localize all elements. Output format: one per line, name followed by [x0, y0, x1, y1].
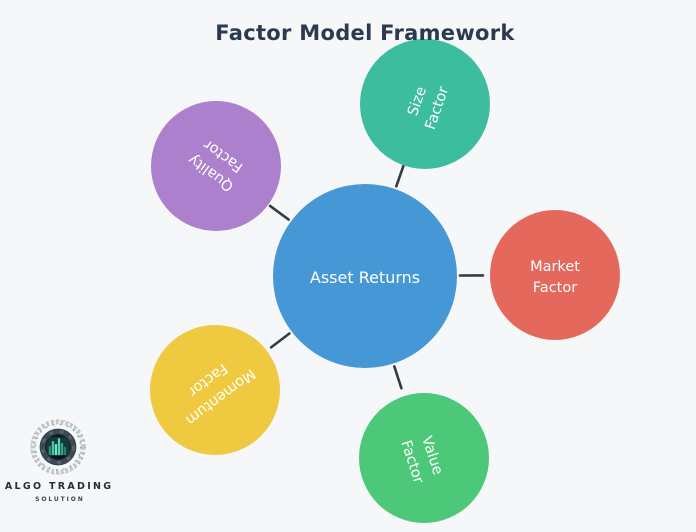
connector-quality-factor [268, 204, 290, 221]
node-asset-returns: Asset Returns [273, 184, 457, 368]
connector-momentum-factor [269, 332, 291, 349]
page-title: Factor Model Framework [215, 21, 515, 45]
logo-subtitle-text: SOLUTION [35, 496, 85, 503]
connector-size-factor [394, 163, 406, 188]
logo-emblem-icon [30, 419, 86, 475]
connector-value-factor [392, 365, 403, 390]
logo-brand-text: ALGO TRADING [4, 481, 114, 492]
node-label-asset-returns: Asset Returns [309, 268, 421, 288]
